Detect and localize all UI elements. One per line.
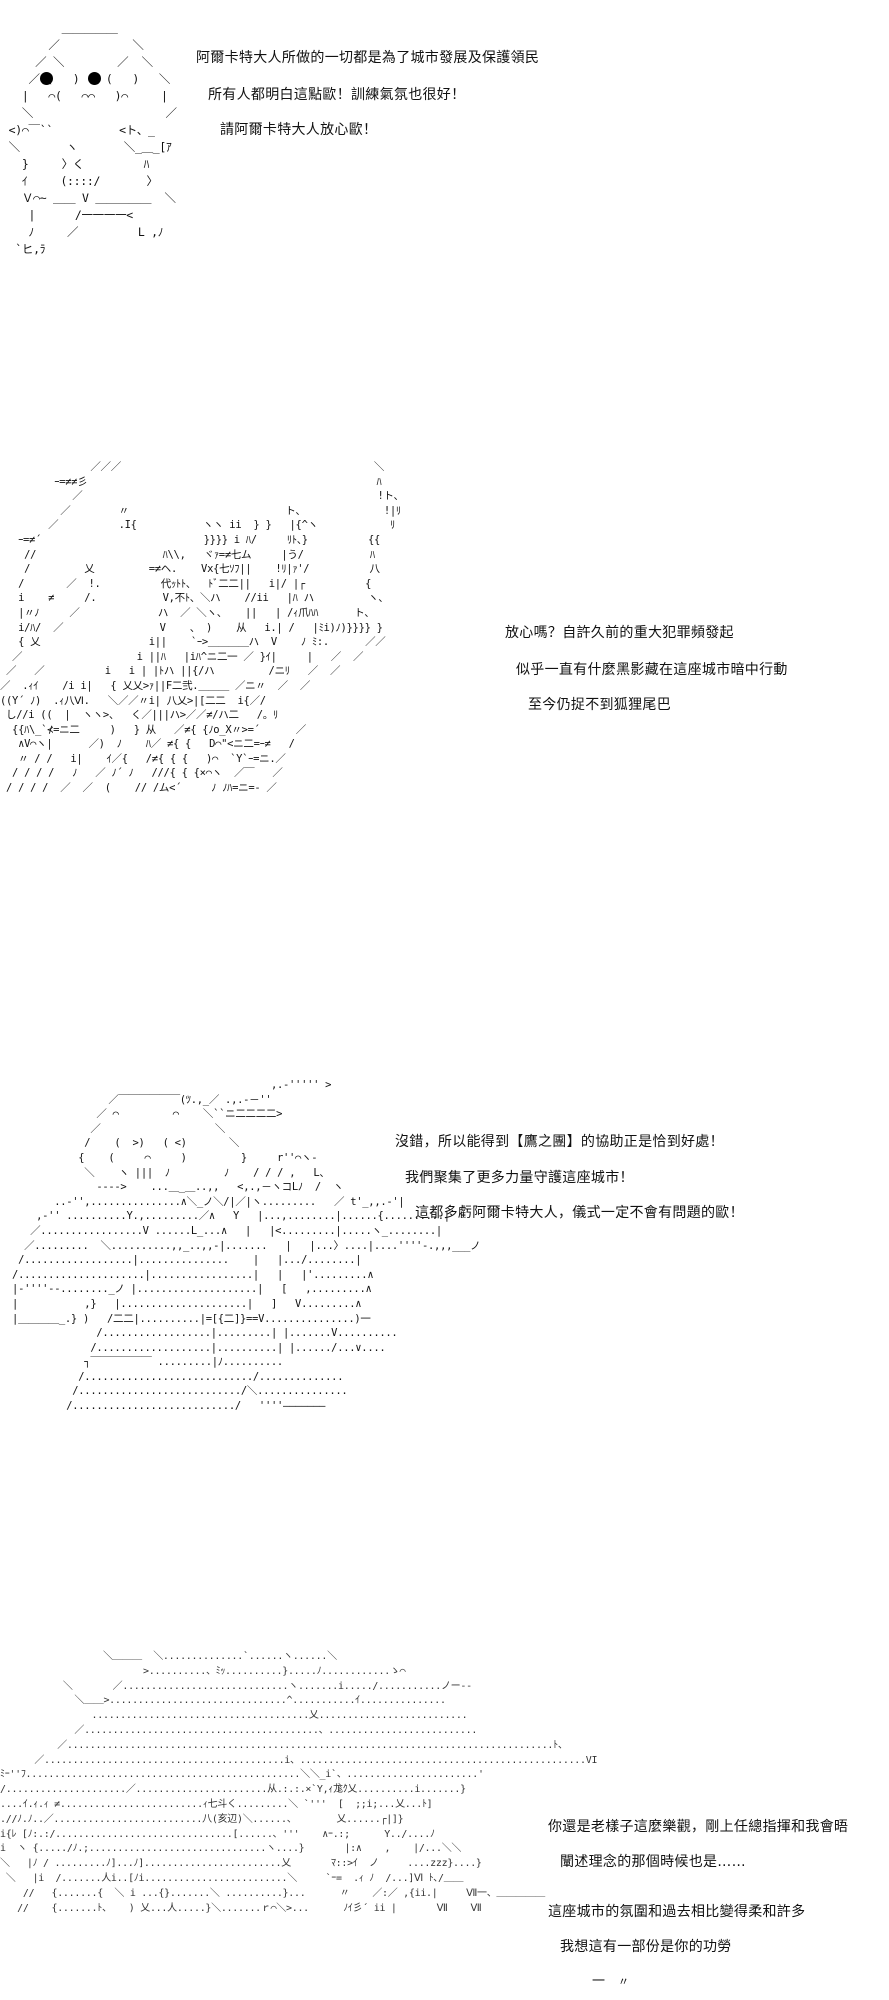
cheerful-mascot-ascii-art: ,.-''''' > ／￣￣￣￣￣￣(ﾂ.,_／ .,.-－'' ／ ⌒ ⌒ ＼… [12, 1079, 481, 1413]
art-fragment-dash: 一 [592, 1974, 606, 1989]
dialogue-line: 至今仍捉不到狐狸尾巴 [528, 697, 671, 713]
panel-1: ＿＿＿＿＿ ／ ＼ ／ ＼ ／ ＼ ／ ( ) ( ) ＼ | ⌒( ⌒⌒ )⌒… [0, 0, 889, 290]
dialogue-line: 請阿爾卡特大人放心歐！ [220, 122, 378, 138]
dialogue-line: 你還是老樣子這麼樂觀，剛上任總指揮和我會晤 [548, 1819, 849, 1835]
shadow-figure-ascii-art: ／／／ ＼ ｰ=≠≠彡 ﾊ ／ !ト、 ／ 〃 [0, 461, 404, 795]
mascot-ascii-art: ＿＿＿＿＿ ／ ＼ ／ ＼ ／ ＼ ／ ( ) ( ) ＼ | ⌒( ⌒⌒ )⌒… [8, 21, 177, 256]
dialogue-line: 這座城市的氛圍和過去相比變得柔和許多 [548, 1904, 806, 1920]
dialogue-line: 似乎一直有什麼黑影藏在這座城市暗中行動 [516, 662, 788, 678]
dialogue-line: 這都多虧阿爾卡特大人，儀式一定不會有問題的歐！ [415, 1205, 744, 1221]
dialogue-line: 闡述理念的那個時候也是…… [560, 1854, 746, 1870]
dialogue-line: 我們聚集了更多力量守護這座城市！ [405, 1170, 634, 1186]
panel-2: ／／／ ＼ ｰ=≠≠彡 ﾊ ／ !ト、 ／ 〃 [0, 440, 889, 900]
left-eye-icon [40, 72, 53, 85]
right-eye-icon [88, 72, 101, 85]
art-fragment-ditto: 〃 [618, 1975, 630, 1988]
panel-3: ,.-''''' > ／￣￣￣￣￣￣(ﾂ.,_／ .,.-－'' ／ ⌒ ⌒ ＼… [0, 1060, 889, 1480]
dialogue-line: 阿爾卡特大人所做的一切都是為了城市發展及保護領民 [196, 50, 540, 66]
panel-4: ＼＿＿＿ ＼..............`......ヽ......＼ >...… [0, 1640, 889, 2000]
dialogue-line: 我想這有一部份是你的功勞 [560, 1939, 732, 1955]
armored-figure-ascii-art: ＼＿＿＿ ＼..............`......ヽ......＼ >...… [0, 1651, 598, 1914]
dialogue-line: 放心嗎？自許久前的重大犯罪頻發起 [505, 625, 734, 641]
dialogue-line: 所有人都明白這點歐！訓練氣氛也很好！ [208, 87, 466, 103]
dialogue-line: 沒錯，所以能得到【鷹之團】的協助正是恰到好處！ [395, 1134, 724, 1150]
